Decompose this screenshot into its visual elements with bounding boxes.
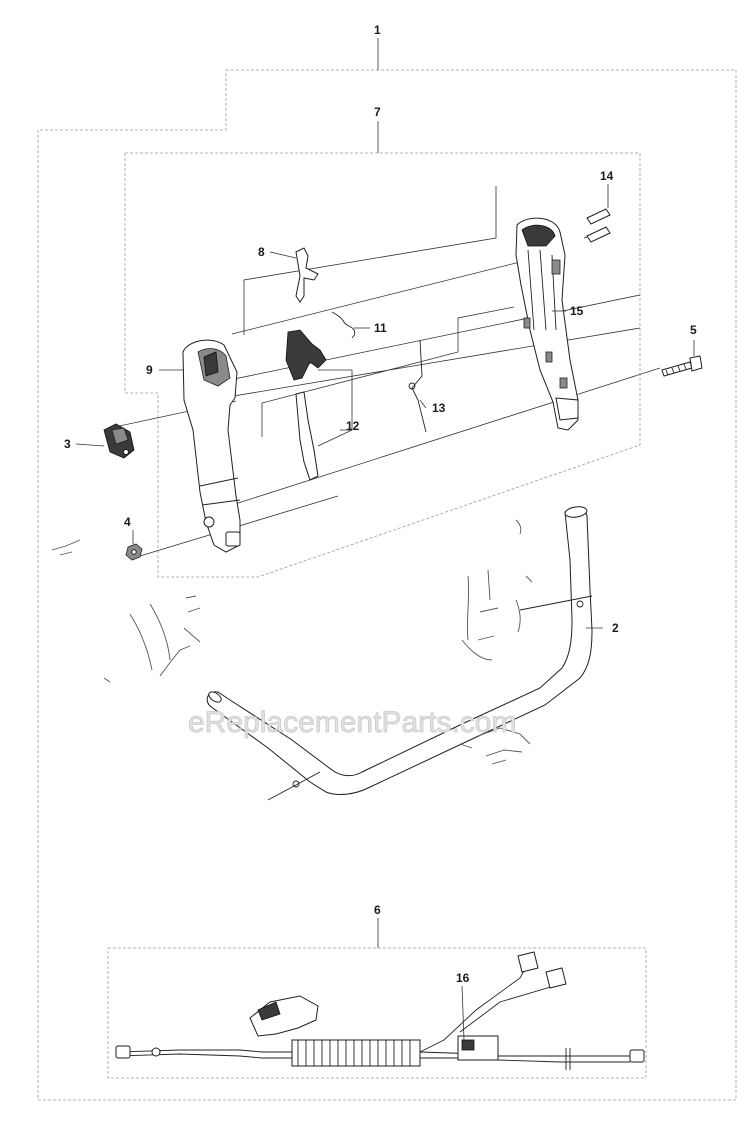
callout-15: 15	[570, 304, 584, 318]
spring-11	[331, 311, 356, 339]
callout-5: 5	[690, 323, 697, 337]
callout-14: 14	[600, 169, 614, 183]
callout-1: 1	[374, 23, 381, 37]
assembly-frame-7	[124, 152, 641, 578]
leader-12	[317, 369, 353, 447]
callout-12: 12	[346, 419, 360, 433]
callout-4: 4	[124, 515, 131, 529]
bolt-5	[661, 355, 703, 377]
callout-16: 16	[456, 971, 470, 985]
throttle-trigger-12	[285, 329, 327, 481]
wiring-harness-6	[115, 951, 645, 1070]
stop-switch-3	[103, 423, 135, 459]
loop-handle-bar-2	[206, 506, 593, 801]
handle-housing-9	[182, 339, 241, 553]
trigger-lock-8	[295, 247, 319, 303]
assembly-frame-6	[107, 947, 647, 1079]
watermark-text: eReplacementParts.com	[188, 706, 516, 739]
assembly-frame-1	[37, 69, 737, 1101]
screws-14	[583, 208, 611, 243]
callout-9: 9	[146, 363, 153, 377]
handle-half-15	[515, 217, 579, 431]
control-wire-13	[408, 339, 427, 433]
callout-8: 8	[258, 245, 265, 259]
callout-3: 3	[64, 437, 71, 451]
callout-6: 6	[374, 903, 381, 917]
callout-13: 13	[432, 401, 446, 415]
phantom-outline	[51, 519, 533, 765]
callout-leaders	[75, 184, 695, 1041]
nut-4	[125, 543, 143, 561]
callout-2: 2	[612, 621, 619, 635]
callout-11: 11	[374, 321, 387, 335]
callout-7: 7	[374, 105, 381, 119]
axis-lines	[109, 186, 661, 557]
